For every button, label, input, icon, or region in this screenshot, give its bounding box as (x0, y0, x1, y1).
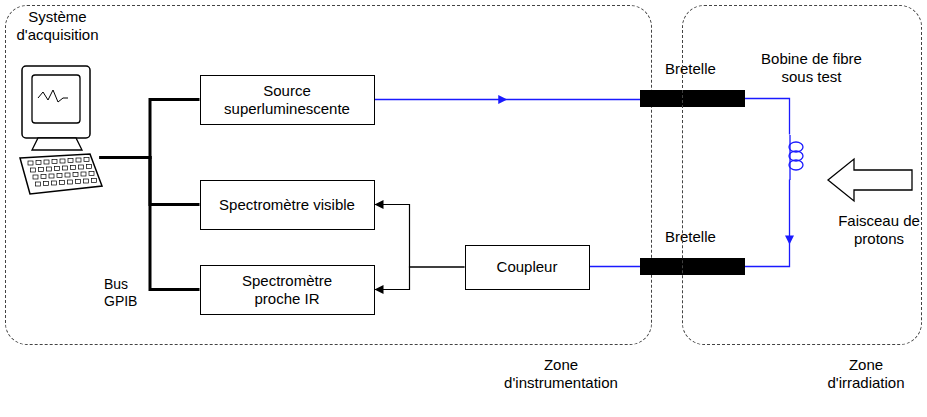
key (51, 181, 56, 185)
key (38, 167, 43, 171)
connector (375, 200, 465, 267)
computer-part (20, 154, 102, 194)
proton-beam-arrow (828, 159, 912, 201)
key (83, 179, 88, 183)
key (67, 180, 72, 184)
key (52, 159, 57, 163)
key (68, 158, 73, 162)
fiber-coil: Bobine de fibre sous test (782, 135, 810, 180)
key (35, 182, 40, 186)
acquisition-computer: Système d'acquisition (12, 8, 104, 198)
key (78, 165, 83, 169)
node-label: Spectromètre visible (219, 196, 355, 214)
coil-turn (789, 160, 803, 170)
key (86, 164, 91, 168)
key (44, 160, 49, 164)
key (46, 167, 51, 171)
spectrometer-box: Spectromètre proche IR (200, 265, 375, 315)
bus-label: Bus GPIB (104, 276, 148, 310)
connector-line (745, 99, 790, 135)
node-label: Spectromètre proche IR (217, 272, 357, 308)
source-box: Source superluminescente (200, 75, 375, 125)
node-label: Coupleur (497, 258, 558, 276)
arrowhead (375, 285, 384, 294)
computer-part (32, 75, 80, 123)
key (75, 179, 80, 183)
connector-line (100, 158, 200, 290)
key (59, 180, 64, 184)
connector-line (590, 266, 641, 267)
key (33, 175, 38, 179)
connector-line (100, 100, 200, 158)
key (76, 158, 81, 162)
key (65, 173, 70, 177)
key (49, 174, 54, 178)
coupler-box: Coupleur (465, 245, 590, 290)
connector (745, 99, 790, 135)
key (84, 157, 89, 161)
coil-symbol (782, 135, 810, 180)
key (43, 181, 48, 185)
connector (375, 95, 641, 104)
patch-cord: Bretelle (640, 90, 745, 107)
connector-line (375, 205, 465, 268)
zone-caption: Zone d'irradiation (816, 356, 916, 392)
key (36, 160, 41, 164)
connector (100, 158, 200, 290)
key (60, 159, 65, 163)
instrumentation-zone: Zone d'instrumentationSystème d'acquisit… (5, 5, 652, 345)
key (73, 172, 78, 176)
computer-part (22, 66, 90, 138)
beam-label: Faisceau de protons (836, 212, 922, 248)
connector (100, 100, 200, 158)
key (54, 166, 59, 170)
coil-label: Bobine de fibre sous test (752, 50, 872, 86)
key (30, 168, 35, 172)
arrowhead (498, 95, 507, 104)
cord-label: Bretelle (662, 228, 719, 246)
key (62, 166, 67, 170)
computer-part (32, 138, 82, 150)
computer-part (38, 90, 68, 102)
irradiation-zone: Zone d'irradiationBobine de fibre sous t… (682, 5, 922, 345)
connector-line (745, 180, 790, 267)
key (41, 174, 46, 178)
arrowhead (785, 236, 794, 245)
key (28, 161, 33, 165)
patch-cord: Bretelle (640, 258, 745, 275)
key (57, 173, 62, 177)
key (89, 171, 94, 175)
connector (375, 267, 465, 294)
arrowhead (375, 200, 384, 209)
connector-line (375, 267, 465, 290)
spectrometer-box: Spectromètre visible (200, 180, 375, 230)
key (81, 172, 86, 176)
node-label: Source superluminescente (217, 82, 357, 118)
connector (745, 180, 794, 267)
computer-icon (12, 58, 104, 198)
key (70, 165, 75, 169)
connector (590, 266, 641, 267)
cord-label: Bretelle (662, 60, 719, 78)
key (91, 178, 96, 182)
zone-caption: Zone d'instrumentation (491, 356, 631, 392)
node-label: Système d'acquisition (12, 8, 104, 44)
